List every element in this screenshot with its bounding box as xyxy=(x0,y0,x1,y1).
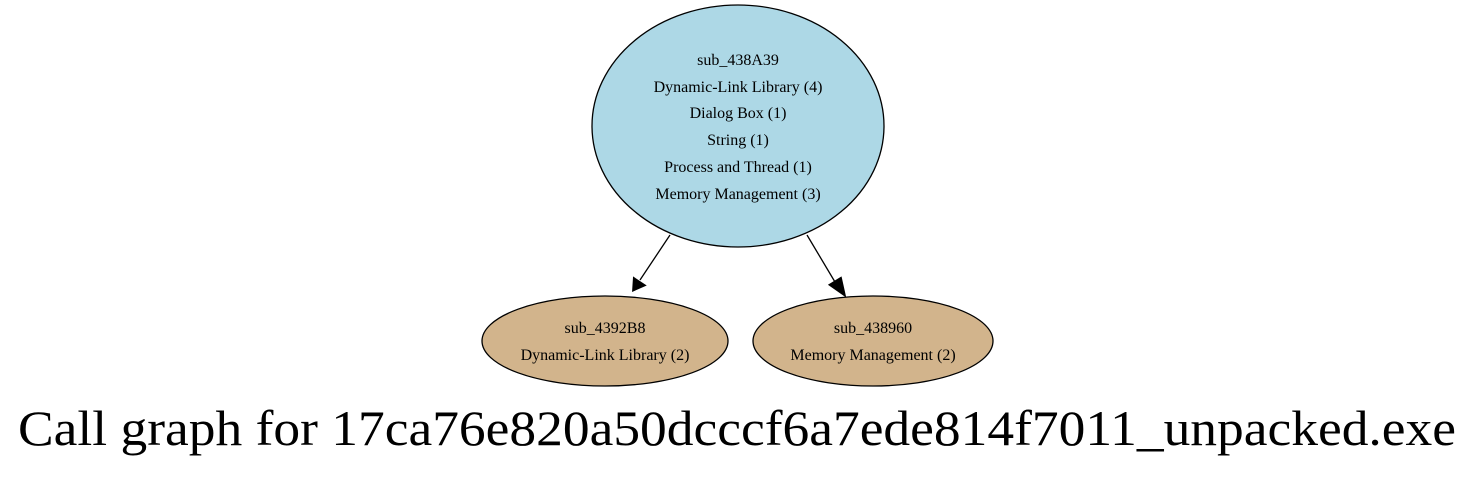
arrowhead-root-to-left xyxy=(632,276,647,292)
node-root-line-5: Memory Management (3) xyxy=(655,186,820,203)
node-root-line-1: Dynamic-Link Library (4) xyxy=(654,79,823,96)
node-right-child[interactable]: sub_438960 Memory Management (2) xyxy=(752,295,994,387)
graph-caption: Call graph for 17ca76e820a50dcccf6a7ede8… xyxy=(18,400,1456,456)
node-root-line-4: Process and Thread (1) xyxy=(664,159,812,176)
node-root-line-2: Dialog Box (1) xyxy=(690,105,787,122)
node-left-child[interactable]: sub_4392B8 Dynamic-Link Library (2) xyxy=(481,295,729,387)
node-left-child-line-1: Dynamic-Link Library (2) xyxy=(521,347,690,364)
node-left-child-ellipse xyxy=(481,295,729,387)
node-root-name: sub_438A39 xyxy=(697,52,779,69)
node-right-child-ellipse xyxy=(752,295,994,387)
arrowhead-root-to-right xyxy=(827,276,847,298)
node-root-ellipse xyxy=(591,4,885,248)
node-left-child-name: sub_4392B8 xyxy=(565,320,646,337)
node-root[interactable]: sub_438A39 Dynamic-Link Library (4) Dial… xyxy=(591,4,885,248)
node-root-line-3: String (1) xyxy=(707,132,769,149)
edges xyxy=(632,234,847,298)
node-right-child-name: sub_438960 xyxy=(834,320,912,337)
edge-root-to-left xyxy=(639,234,671,281)
edge-root-to-right xyxy=(806,234,836,283)
node-right-child-line-1: Memory Management (2) xyxy=(790,347,955,364)
